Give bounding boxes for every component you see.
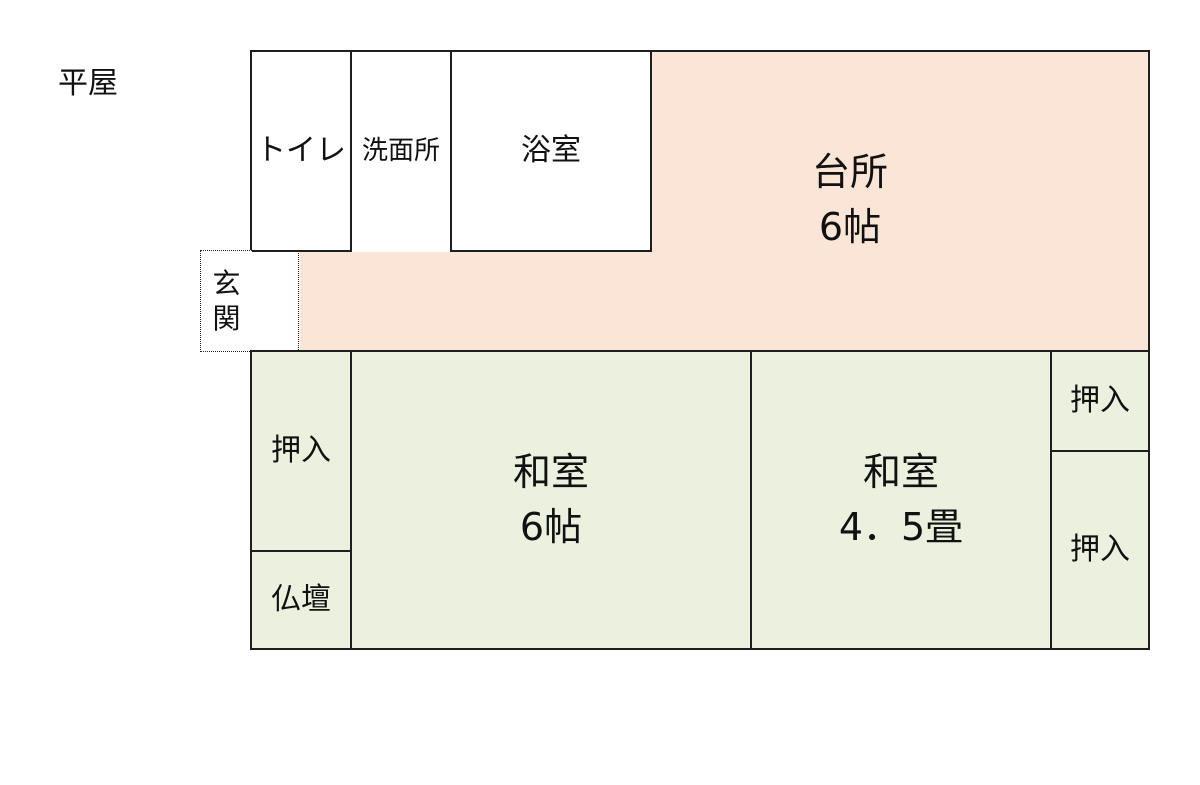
- room-toilet: トイレ: [250, 50, 352, 252]
- kitchen-name: 台所: [811, 150, 888, 194]
- closet-right-top-label: 押入: [1070, 383, 1130, 418]
- room-altar: 仏壇: [250, 550, 352, 650]
- entrance-line1: 玄: [212, 267, 241, 300]
- washitsu-6-size: 6帖: [519, 505, 583, 549]
- kitchen-size: 6帖: [818, 205, 882, 250]
- room-closet-left: 押入: [250, 350, 352, 552]
- room-washitsu-6: 和室 6帖: [350, 350, 752, 650]
- room-closet-right-bottom: 押入: [1050, 450, 1150, 650]
- kitchen-area: [650, 50, 1150, 352]
- altar-label: 仏壇: [271, 582, 331, 617]
- washitsu-6-name: 和室: [512, 449, 589, 494]
- entrance-line2: 関: [212, 302, 241, 335]
- kitchen-lower-area: [300, 250, 652, 352]
- wall-kitchen-top: [650, 50, 1150, 52]
- closet-right-bottom-label: 押入: [1070, 532, 1130, 567]
- room-washroom: 洗面所: [350, 50, 452, 252]
- closet-left-label: 押入: [271, 433, 331, 468]
- wall-kitchen-right: [1148, 50, 1150, 352]
- plan-title: 平屋: [58, 66, 118, 101]
- hallway-strip: [252, 252, 300, 350]
- washitsu-4-5-size: 4．5畳: [838, 505, 964, 549]
- toilet-label: トイレ: [256, 133, 346, 168]
- room-bath: 浴室: [450, 50, 652, 252]
- room-closet-right-top: 押入: [1050, 350, 1150, 452]
- room-entrance: 玄 関: [200, 250, 252, 352]
- bath-label: 浴室: [521, 133, 581, 168]
- kitchen-label: 台所 6帖: [750, 145, 950, 255]
- washitsu-4-5-name: 和室: [862, 449, 939, 494]
- room-washitsu-4-5: 和室 4．5畳: [750, 350, 1052, 650]
- entrance-dotted-right: [298, 250, 299, 350]
- washroom-label: 洗面所: [361, 136, 440, 167]
